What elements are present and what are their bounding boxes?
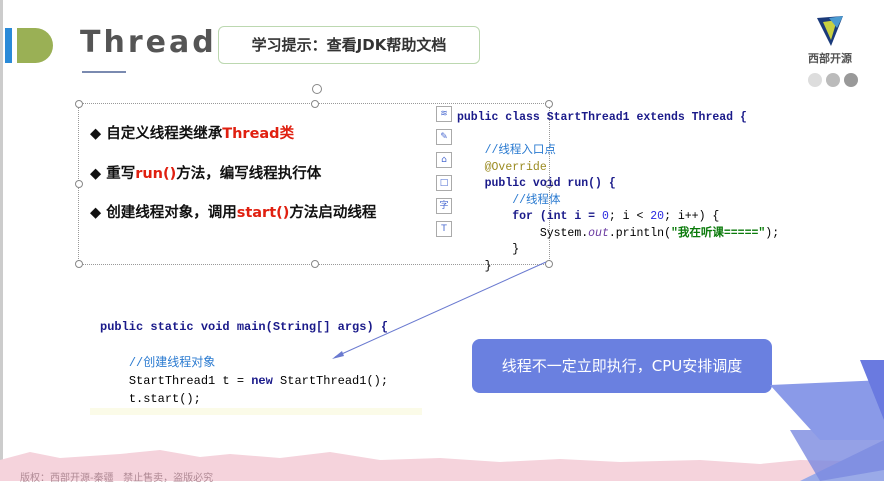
pen-icon[interactable]: ✎ xyxy=(436,129,452,145)
bullet-2: ◆ 重写run()方法，编写线程执行体 xyxy=(90,166,322,182)
slide-dots xyxy=(808,73,858,87)
left-edge xyxy=(0,0,3,481)
logo-d-shape xyxy=(17,28,53,63)
layers-icon[interactable]: ≋ xyxy=(436,106,452,122)
frame-icon[interactable]: □ xyxy=(436,175,452,191)
footer-copyright: 版权：西部开源-秦疆 禁止售卖，盗版必究 xyxy=(20,473,214,484)
shape-icon[interactable]: ⌂ xyxy=(436,152,452,168)
text-icon[interactable]: 字 xyxy=(436,198,452,214)
corner-decoration xyxy=(770,360,884,440)
bullet-3: ◆ 创建线程对象，调用start()方法启动线程 xyxy=(90,205,377,221)
logo-text: 西部开源 xyxy=(808,52,852,65)
selected-textbox[interactable] xyxy=(75,100,553,268)
float-toolbar: ≋ ✎ ⌂ □ 字 T xyxy=(436,106,452,237)
page-title: Thread xyxy=(80,25,217,60)
footer-mountains xyxy=(0,430,884,481)
logo-icon xyxy=(817,16,843,46)
code-thread-class: public class StartThread1 extends Thread… xyxy=(457,111,780,273)
code-main: public static void main(String[] args) {… xyxy=(100,320,389,406)
bullet-1: ◆ 自定义线程类继承Thread类 xyxy=(90,126,295,142)
tip-box: 学习提示：查看JDK帮助文档 xyxy=(218,26,480,64)
line-highlight xyxy=(90,408,422,415)
rotate-handle[interactable] xyxy=(312,84,322,94)
title-underline xyxy=(82,71,126,73)
textbox-icon[interactable]: T xyxy=(436,221,452,237)
callout-box: 线程不一定立即执行，CPU安排调度 xyxy=(472,339,772,393)
logo-bar-blue xyxy=(5,28,12,63)
